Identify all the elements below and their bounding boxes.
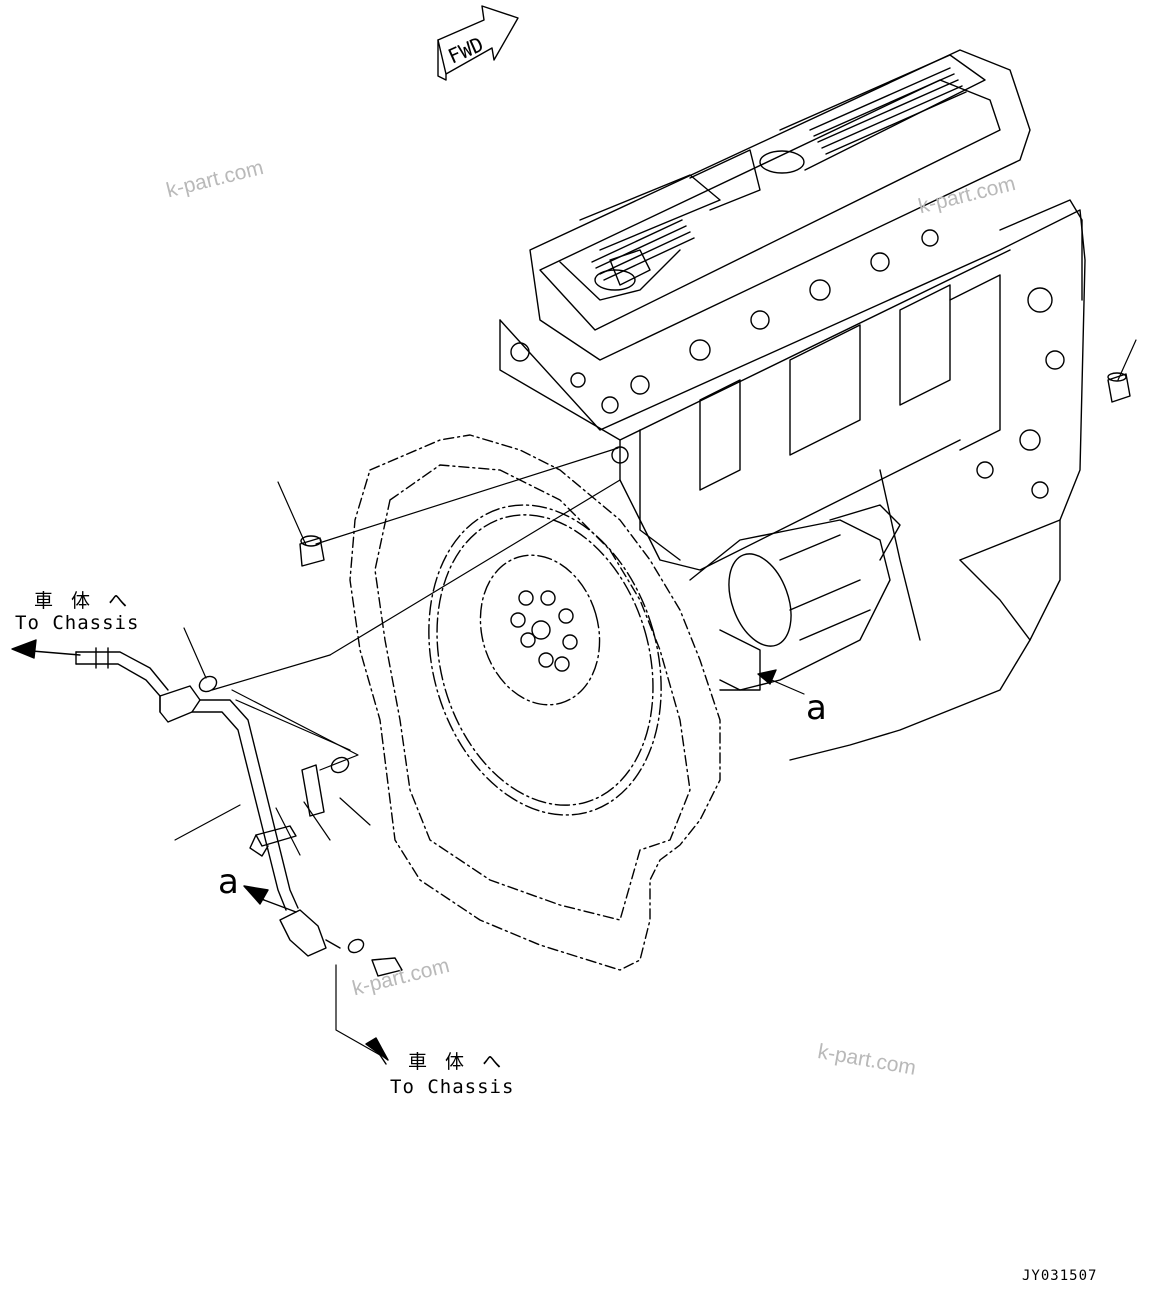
flywheel-housing (349, 434, 721, 971)
svg-text:FWD: FWD (444, 32, 487, 69)
reference-mark-a-engine: a (806, 688, 827, 728)
fittings (198, 372, 1131, 977)
flywheel-bolts (510, 590, 578, 672)
starter-motor (689, 504, 901, 691)
chassis-arrows (11, 639, 777, 1065)
leader-lines (174, 339, 1137, 1056)
drawing-code: JY031507 (1022, 1268, 1098, 1284)
flywheel (428, 504, 662, 816)
fwd-arrow-badge: FWD (437, 5, 519, 81)
chassis-label-en-lower: To Chassis (390, 1076, 515, 1098)
engine-block-outline (499, 49, 1086, 761)
reference-mark-a-hose: a (218, 862, 239, 902)
chassis-label-en-upper: To Chassis (15, 612, 140, 634)
hose-assembly (75, 647, 341, 957)
chassis-label-jp-upper: 車 体 へ (34, 590, 134, 612)
chassis-label-jp-lower: 車 体 へ (408, 1051, 508, 1073)
